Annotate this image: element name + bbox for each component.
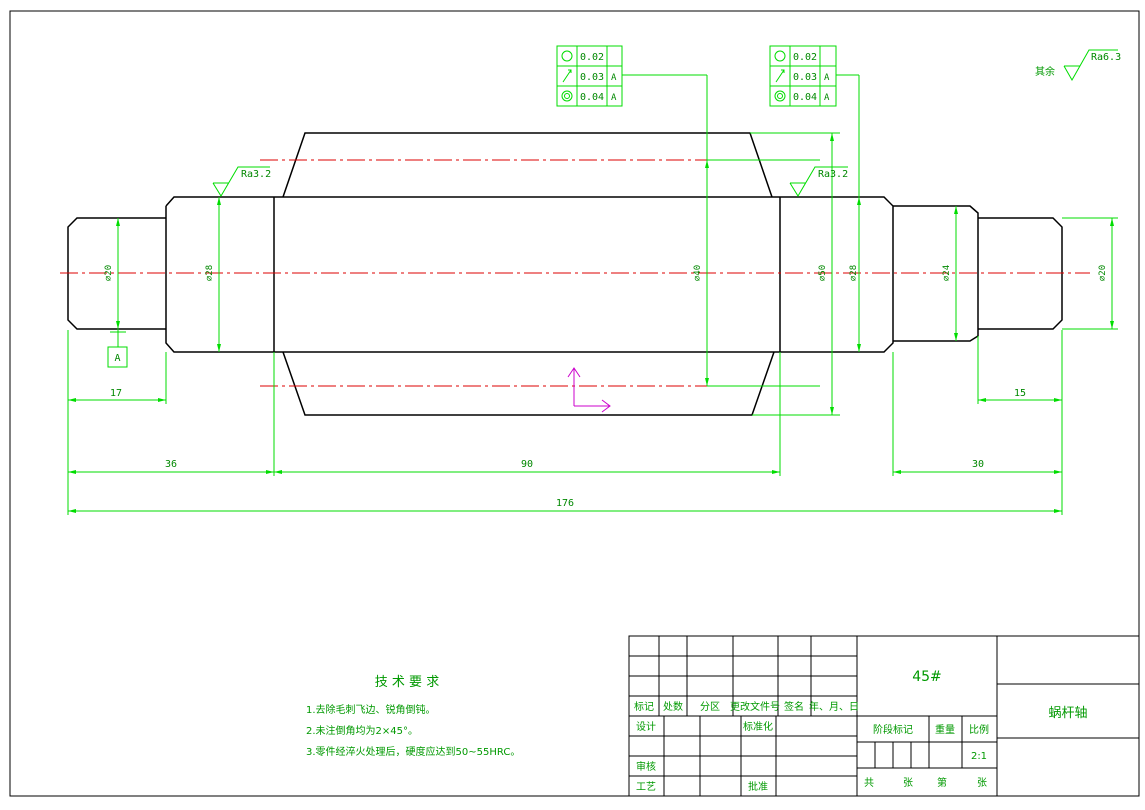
svg-text:0.04: 0.04 xyxy=(793,92,817,103)
svg-text:第: 第 xyxy=(937,776,947,789)
svg-text:Ra3.2: Ra3.2 xyxy=(818,169,848,180)
part-name: 蜗杆轴 xyxy=(1048,705,1087,721)
svg-text:签名: 签名 xyxy=(784,700,804,713)
svg-text:张: 张 xyxy=(903,777,913,789)
technical-requirements: 技 术 要 求 1.去除毛刺飞边、锐角倒钝。 2.未注倒角均为2×45°。 3.… xyxy=(306,675,520,758)
tech-req-item-1: 1.去除毛刺飞边、锐角倒钝。 xyxy=(306,703,436,716)
svg-text:标记: 标记 xyxy=(634,701,654,713)
scale-value: 2:1 xyxy=(971,751,987,762)
dim-len-30: 30 xyxy=(972,459,984,470)
svg-text:A: A xyxy=(611,73,617,83)
dim-d40: ⌀40 xyxy=(693,265,703,281)
svg-text:张: 张 xyxy=(977,777,987,789)
material-value: 45# xyxy=(912,669,942,685)
dim-d50: ⌀50 xyxy=(818,265,828,281)
dim-len-176: 176 xyxy=(556,498,574,509)
svg-text:0.02: 0.02 xyxy=(793,52,817,63)
svg-text:A: A xyxy=(114,353,120,364)
svg-text:A: A xyxy=(611,93,617,103)
tolerance-frame-left: 0.02 0.03 0.04 A A xyxy=(556,45,623,107)
ucs-axis-icon xyxy=(567,367,611,413)
dim-d28-left: ⌀28 xyxy=(205,265,215,281)
svg-text:共: 共 xyxy=(864,777,874,789)
title-block-text: 标记 处数 分区 更改文件号 签名 年、月、日 设计 标准化 审核 工艺 批准 … xyxy=(634,669,1088,793)
dim-d28-right: ⌀28 xyxy=(849,265,859,281)
dim-d20-right: ⌀20 xyxy=(1098,265,1108,281)
roughness-left: Ra3.2 xyxy=(212,166,271,197)
dim-len-90: 90 xyxy=(521,459,533,470)
dim-len-17: 17 xyxy=(110,388,122,399)
svg-text:标准化: 标准化 xyxy=(743,720,773,733)
svg-text:阶段标记: 阶段标记 xyxy=(873,723,913,736)
dim-d24: ⌀24 xyxy=(942,265,952,281)
drawing-border xyxy=(9,10,1140,797)
dim-len-36: 36 xyxy=(165,459,177,470)
svg-text:0.03: 0.03 xyxy=(580,72,604,83)
tech-req-title: 技 术 要 求 xyxy=(375,675,439,690)
tech-req-item-3: 3.零件经淬火处理后，硬度应达到50~55HRC。 xyxy=(306,745,520,758)
runout-icon xyxy=(562,69,572,83)
svg-text:批准: 批准 xyxy=(748,780,768,793)
tolerance-frame-right: 0.02 0.03 0.04 A A xyxy=(769,45,837,107)
runout-icon xyxy=(775,69,785,83)
roughness-general: 其余 Ra6.3 xyxy=(1035,49,1121,82)
datum-a-symbol: A xyxy=(107,329,128,368)
svg-text:比例: 比例 xyxy=(969,723,989,736)
svg-text:设计: 设计 xyxy=(636,720,656,733)
concentricity-icon xyxy=(561,90,573,102)
svg-text:0.03: 0.03 xyxy=(793,72,817,83)
dim-d20-left: ⌀20 xyxy=(104,265,114,281)
svg-text:处数: 处数 xyxy=(663,700,683,713)
title-block xyxy=(628,635,1140,797)
svg-text:审核: 审核 xyxy=(636,760,656,773)
svg-text:年、月、日: 年、月、日 xyxy=(809,700,859,713)
svg-text:Ra3.2: Ra3.2 xyxy=(241,169,271,180)
svg-text:A: A xyxy=(824,93,830,103)
svg-text:重量: 重量 xyxy=(935,723,955,736)
svg-text:Ra6.3: Ra6.3 xyxy=(1091,52,1121,63)
svg-text:其余: 其余 xyxy=(1035,65,1055,78)
shaft-outline xyxy=(67,132,1063,416)
svg-text:工艺: 工艺 xyxy=(636,781,656,793)
svg-text:0.02: 0.02 xyxy=(580,52,604,63)
svg-text:0.04: 0.04 xyxy=(580,92,604,103)
dimension-arrows xyxy=(68,133,1114,513)
svg-text:分区: 分区 xyxy=(700,701,720,713)
roundness-icon xyxy=(561,50,573,62)
tech-req-item-2: 2.未注倒角均为2×45°。 xyxy=(306,724,418,737)
concentricity-icon xyxy=(774,90,786,102)
svg-text:A: A xyxy=(824,73,830,83)
dimension-lines xyxy=(67,74,1118,515)
roundness-icon xyxy=(774,50,786,62)
dim-len-15: 15 xyxy=(1014,388,1026,399)
roughness-right: Ra3.2 xyxy=(789,166,848,197)
svg-text:更改文件号: 更改文件号 xyxy=(730,700,780,713)
